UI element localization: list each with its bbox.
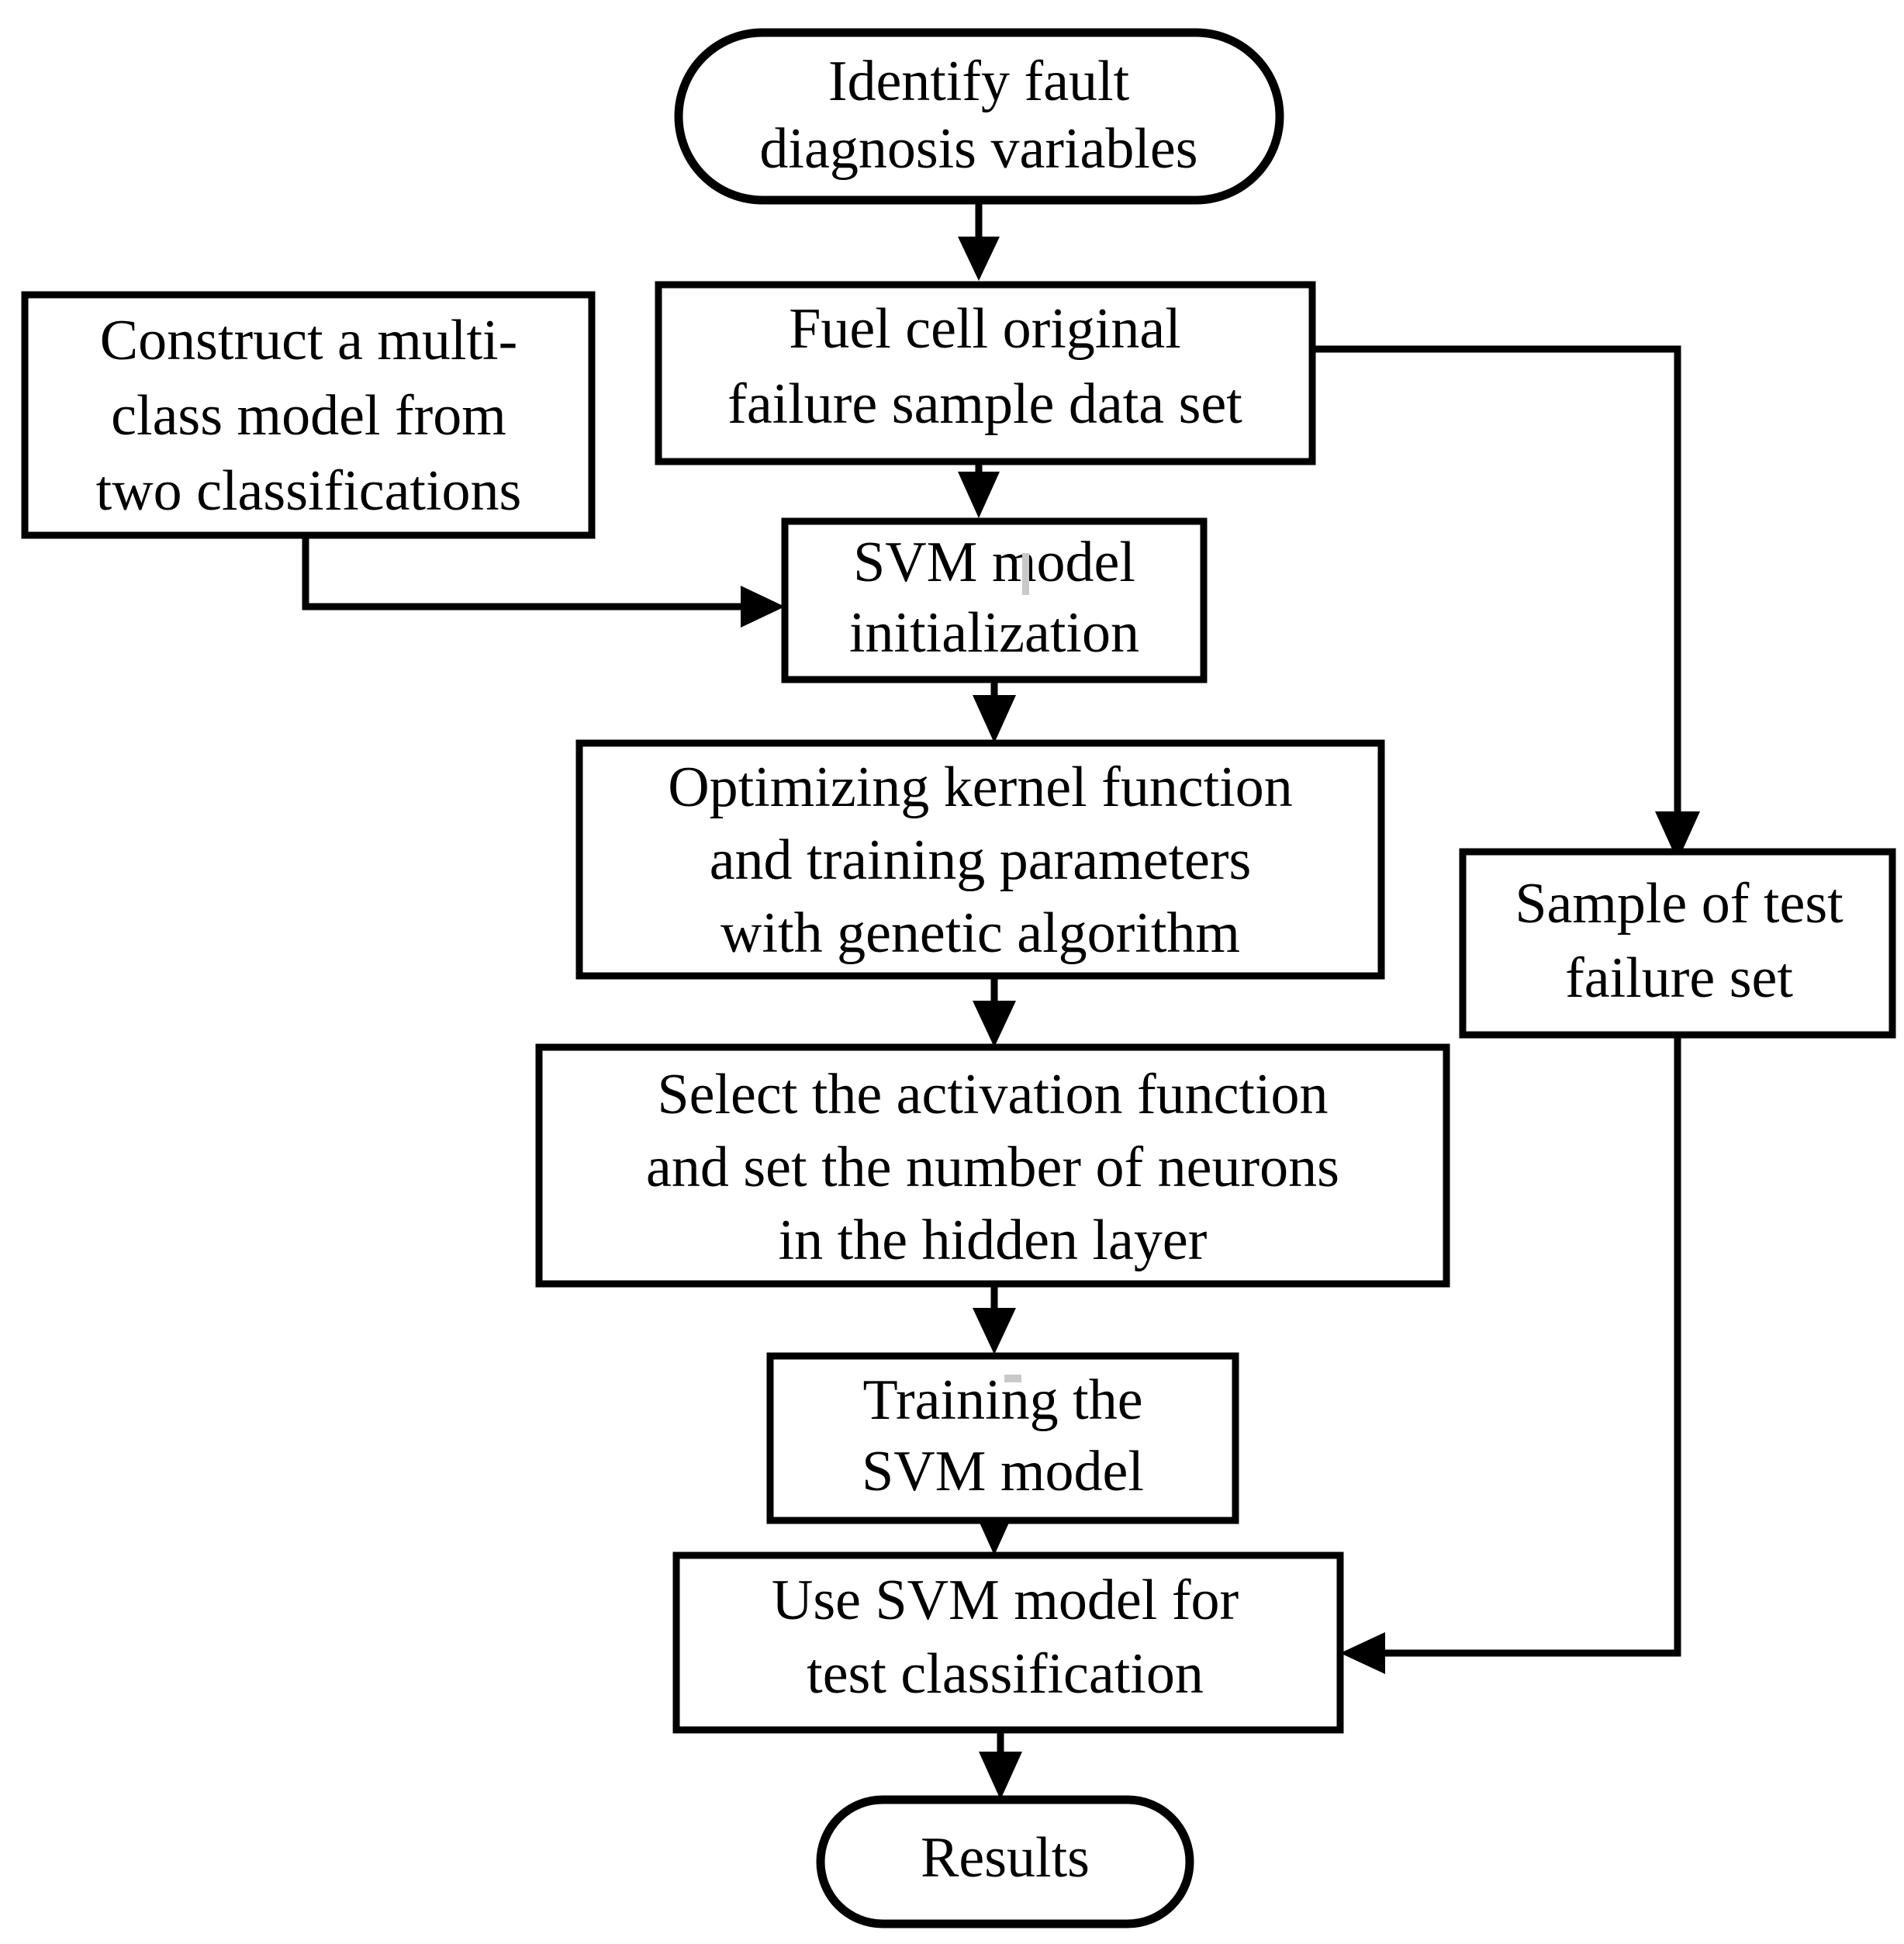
edge-identify-to-dataset (958, 200, 1000, 281)
node-construct-multi-class-model[interactable]: Construct a multi- class model from two … (21, 291, 596, 539)
node-svm-init-line-1: SVM model (853, 531, 1135, 594)
node-identify-fault-diagnosis-variables[interactable]: Identify fault diagnosis variables (674, 28, 1284, 205)
edge-testset-to-classify (1340, 1035, 1681, 1674)
node-optimize-line-1: Optimizing kernel function (668, 756, 1293, 819)
node-testset-line-1: Sample of test (1515, 872, 1844, 936)
node-optimize-line-3: with genetic algorithm (720, 901, 1240, 965)
node-identify-line-2: diagnosis variables (759, 117, 1197, 181)
node-sample-of-test-failure-set[interactable]: Sample of test failure set (1459, 848, 1896, 1039)
node-optimize-kernel-function[interactable]: Optimizing kernel function and training … (575, 739, 1385, 980)
edge-construct-to-svm-init (302, 535, 785, 628)
node-construct-line-1: Construct a multi- (100, 309, 518, 372)
node-dataset-line-1: Fuel cell original (789, 297, 1181, 361)
node-dataset-line-2: failure sample data set (727, 372, 1242, 436)
node-optimize-line-2: and training parameters (710, 828, 1252, 892)
node-construct-line-3: two classifications (96, 459, 522, 523)
node-fuel-cell-original-failure-sample-data-set[interactable]: Fuel cell original failure sample data s… (655, 281, 1316, 465)
node-classify-line-1: Use SVM model for (772, 1569, 1239, 1632)
edge-dataset-to-testset (1312, 345, 1700, 861)
edge-optimize-to-activation (973, 976, 1016, 1047)
scan-artifact-caret (1022, 553, 1029, 595)
node-results-label: Results (921, 1826, 1090, 1890)
scan-artifact-dash (1004, 1375, 1021, 1382)
node-activation-line-3: in the hidden layer (779, 1209, 1208, 1272)
node-select-activation-function[interactable]: Select the activation function and set t… (535, 1043, 1450, 1288)
node-construct-line-2: class model from (111, 384, 506, 448)
node-identify-line-1: Identify fault (828, 50, 1130, 113)
node-activation-line-1: Select the activation function (657, 1063, 1328, 1126)
node-use-svm-model-test-classification[interactable]: Use SVM model for test classification (672, 1551, 1344, 1734)
node-training-svm-model[interactable]: Training the SVM model (766, 1352, 1239, 1524)
node-training-line-1: Training the (862, 1368, 1142, 1432)
node-classify-line-2: test classification (807, 1642, 1204, 1706)
node-svm-init-line-2: initialization (849, 601, 1139, 665)
edge-activation-to-training (973, 1284, 1016, 1354)
node-svm-model-initialization[interactable]: SVM model initialization (781, 517, 1208, 683)
node-training-line-2: SVM model (862, 1440, 1144, 1503)
edge-svm-init-to-optimize (973, 680, 1016, 743)
node-results[interactable]: Results (816, 1795, 1194, 1928)
edge-dataset-to-svm-init (958, 462, 1000, 518)
node-testset-line-2: failure set (1565, 946, 1793, 1010)
node-activation-line-2: and set the number of neurons (646, 1136, 1339, 1199)
edge-classify-to-results (979, 1730, 1022, 1800)
